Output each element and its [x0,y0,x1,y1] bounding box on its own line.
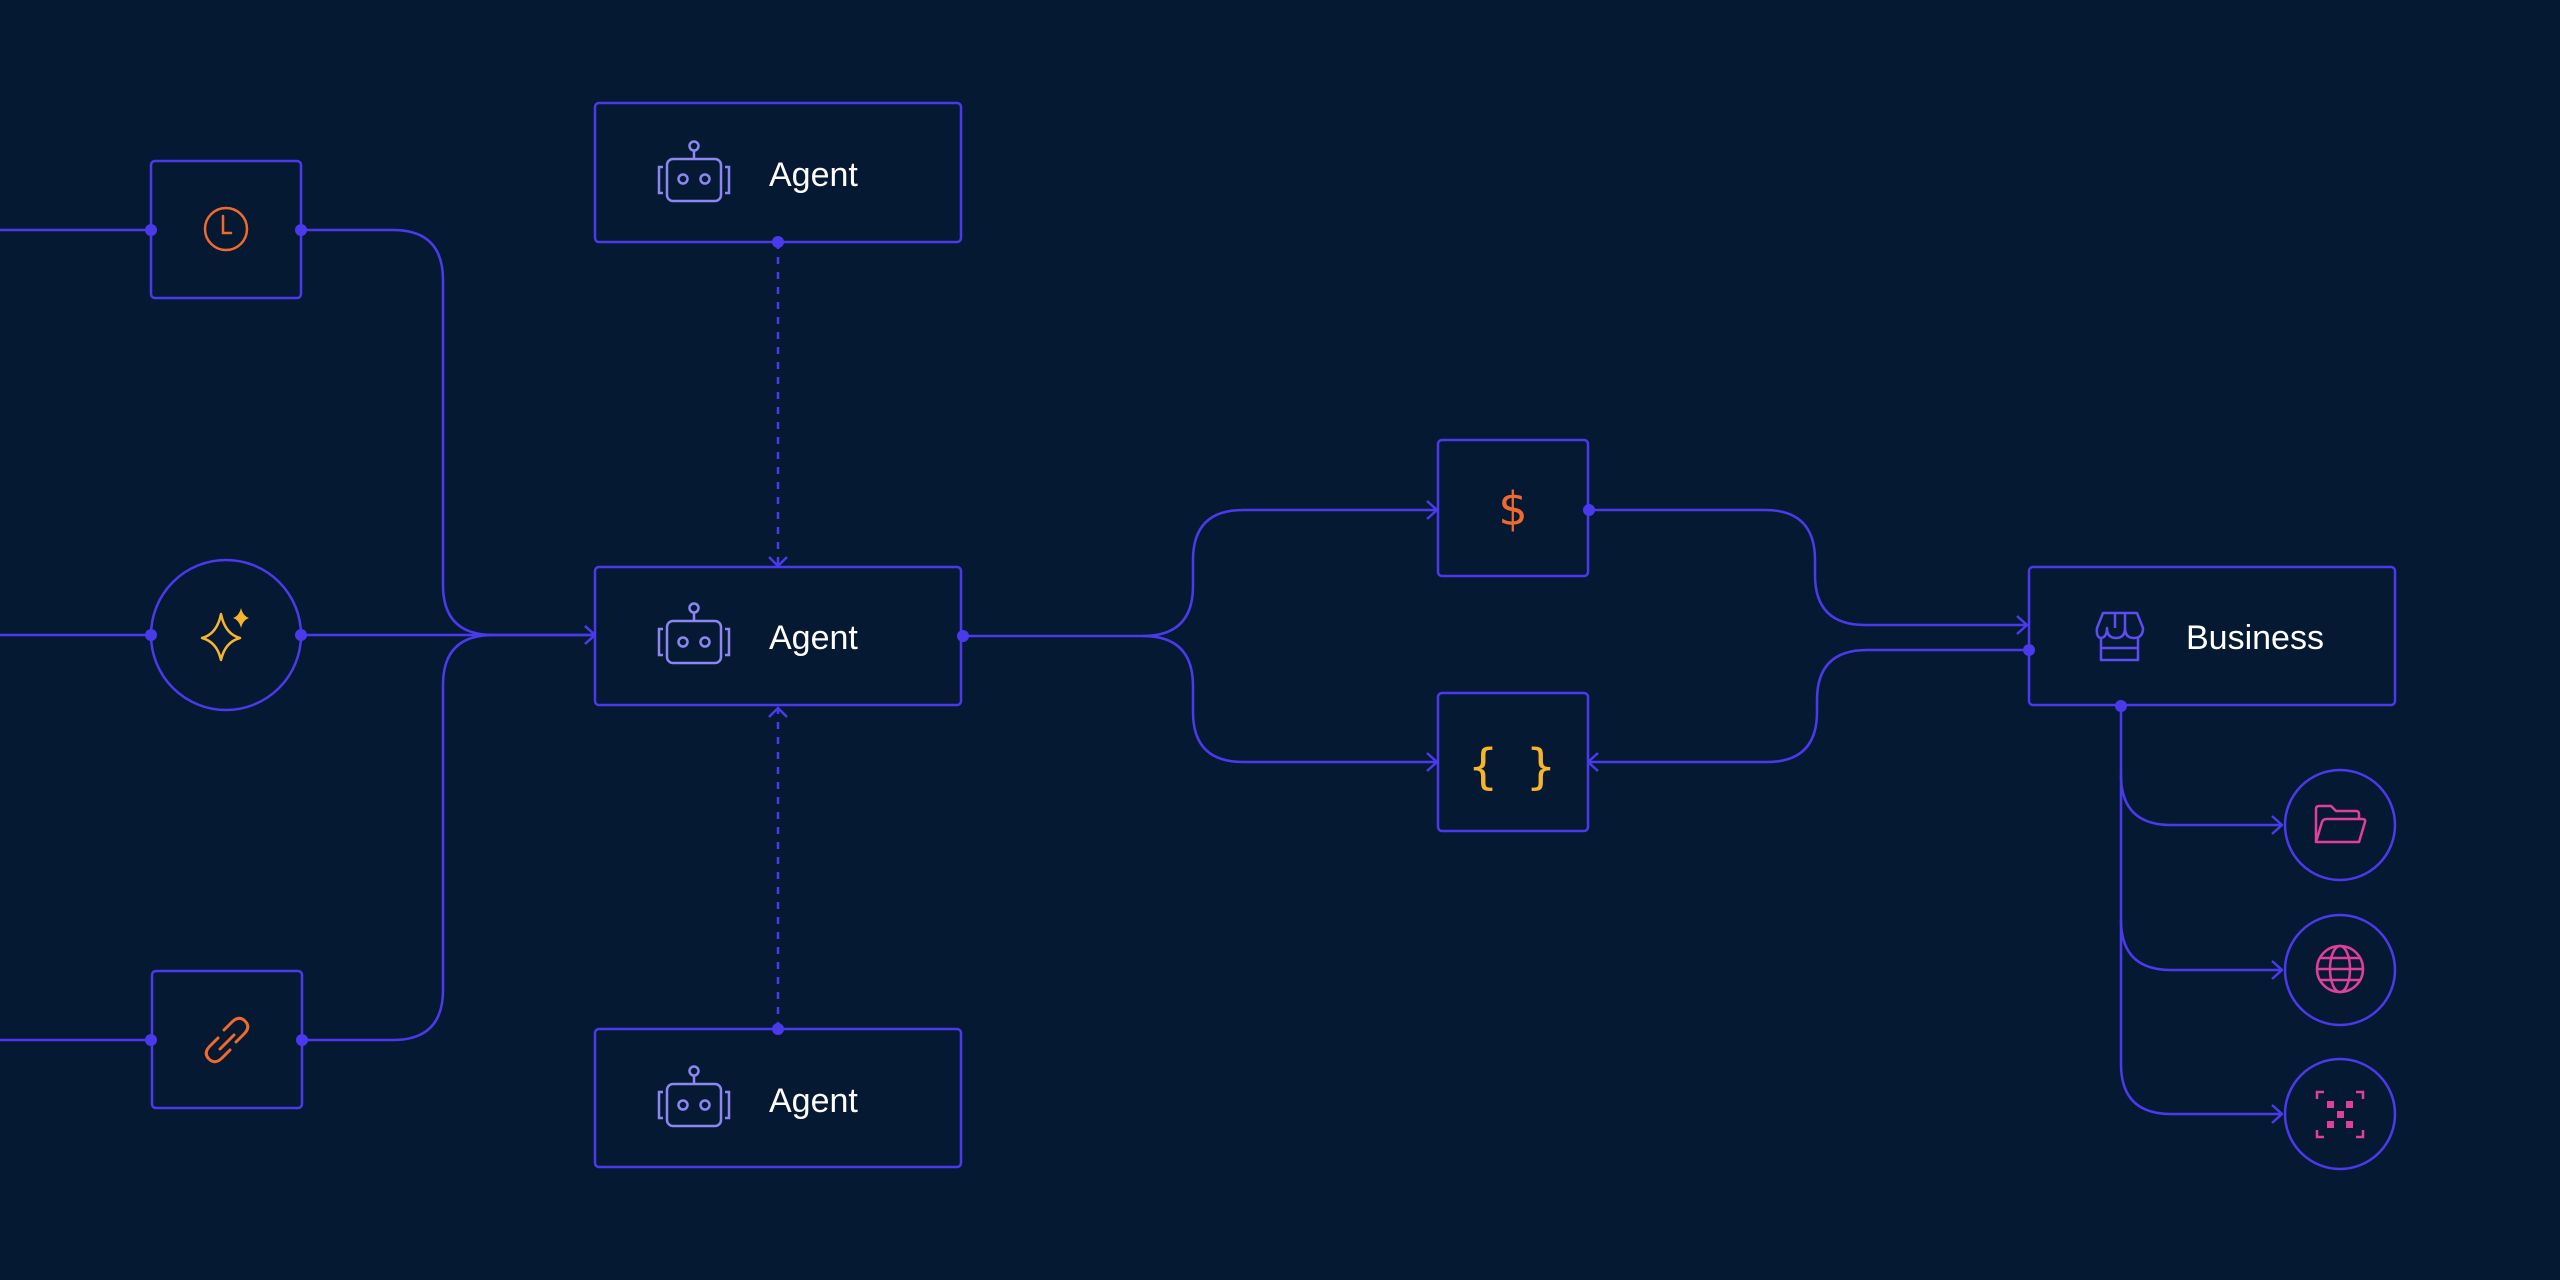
robot-icon [657,602,731,665]
port-dot [295,224,307,236]
business-node[interactable] [2027,565,2397,707]
port-dot [772,1023,784,1035]
port-dot [772,236,784,248]
link-icon [204,1016,250,1064]
connector-agent-to-code [1142,634,1437,762]
agent-bottom-label: Agent [769,1082,858,1120]
connectors [0,228,2282,1114]
dollar-icon: $ [1498,482,1527,536]
trigger-schedule-node[interactable] [149,159,303,300]
business-label: Business [2186,619,2324,657]
connector-business-to-globe [2119,775,2282,970]
agent-main-label: Agent [769,619,858,657]
robot-icon [657,1065,731,1128]
port-dot [296,1034,308,1046]
connector-link-to-agent [301,633,494,1042]
connector-schedule-to-agent [301,228,595,635]
port-dot [1583,504,1595,516]
storefront-icon [2095,611,2145,662]
code-node[interactable] [1436,691,1590,833]
ports [145,224,2127,1046]
connector-business-to-scan [2119,920,2282,1114]
output-folder-node[interactable] [2283,768,2397,882]
globe-icon [2315,944,2365,994]
port-dot [2023,644,2035,656]
port-dot [145,1034,157,1046]
port-dot [295,629,307,641]
clock-icon [203,206,249,252]
trigger-ai-node[interactable] [149,558,303,712]
port-dot [957,630,969,642]
sparkle-icon [200,608,249,662]
connector-business-to-code [1588,648,2029,762]
qr-scan-icon [2315,1090,2365,1139]
folder-icon [2314,804,2367,844]
port-dot [145,224,157,236]
agent-top-label: Agent [769,156,858,194]
connector-agent-bottom-arrowhead [768,706,788,718]
port-dot [2115,700,2127,712]
trigger-link-node[interactable] [150,969,304,1110]
connector-agent-to-payment [963,510,1437,638]
port-dot [145,629,157,641]
braces-icon: { } [1469,739,1556,795]
connector-payment-to-business [1589,508,2027,625]
connector-business-to-folder [2119,706,2282,825]
robot-icon [657,140,731,203]
